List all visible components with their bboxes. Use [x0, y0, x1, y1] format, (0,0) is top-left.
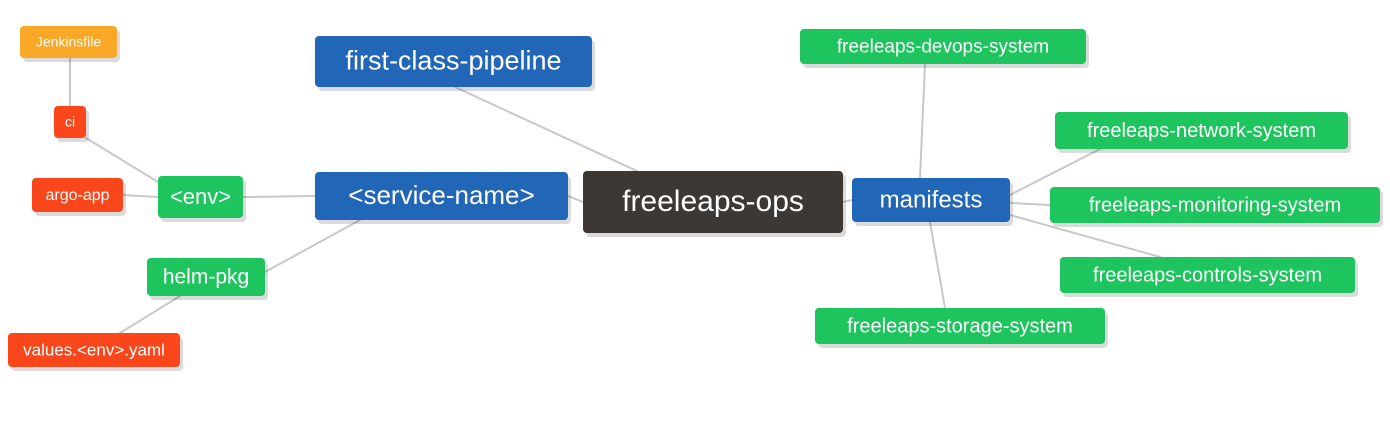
node-label-values-env-yaml: values.<env>.yaml	[23, 340, 165, 359]
node-box-freeleaps-storage-system[interactable]	[815, 308, 1105, 344]
nodes-layer: freeleaps-ops <service-name> first-class-p…	[8, 26, 1383, 371]
edge-freeleaps-ops-to-first-class-pipeline	[454, 86, 638, 172]
edge-freeleaps-ops-to-manifests	[842, 199, 853, 203]
edge-service-name-to-env	[242, 195, 316, 198]
node-label-helm-pkg: helm-pkg	[163, 266, 249, 289]
node-box-env[interactable]	[158, 176, 243, 218]
node-label-service-name: <service-name>	[348, 180, 534, 210]
node-values-env-yaml[interactable]: values.<env>.yaml	[8, 333, 183, 371]
node-label-manifests: manifests	[880, 186, 983, 213]
node-first-class-pipeline[interactable]: first-class-pipeline	[315, 36, 595, 91]
node-freeleaps-devops-system[interactable]: freeleaps-devops-system	[800, 29, 1089, 68]
node-box-ci[interactable]	[54, 106, 86, 138]
node-ci[interactable]: ci	[54, 106, 89, 142]
node-label-env: <env>	[170, 184, 231, 209]
node-jenkinsfile[interactable]: Jenkinsfile	[20, 26, 120, 62]
node-label-freeleaps-devops-system: freeleaps-devops-system	[837, 37, 1049, 58]
edge-service-name-to-helm-pkg	[264, 219, 361, 273]
node-box-freeleaps-monitoring-system[interactable]	[1050, 187, 1380, 223]
edge-env-to-ci	[85, 137, 159, 183]
node-box-helm-pkg[interactable]	[147, 258, 265, 296]
node-box-freeleaps-network-system[interactable]	[1055, 112, 1348, 149]
node-service-name[interactable]: <service-name>	[315, 172, 571, 224]
edge-manifests-to-freeleaps-monitoring-system	[1009, 202, 1051, 206]
node-box-service-name[interactable]	[315, 172, 568, 220]
node-freeleaps-controls-system[interactable]: freeleaps-controls-system	[1060, 257, 1358, 297]
node-helm-pkg[interactable]: helm-pkg	[147, 258, 268, 300]
edge-manifests-to-freeleaps-devops-system	[919, 63, 926, 179]
node-label-freeleaps-controls-system: freeleaps-controls-system	[1093, 264, 1322, 286]
edge-manifests-to-freeleaps-network-system	[1009, 148, 1101, 196]
edge-manifests-to-freeleaps-storage-system	[929, 221, 946, 309]
node-label-ci: ci	[65, 114, 75, 130]
edge-freeleaps-ops-to-service-name	[567, 195, 584, 203]
node-freeleaps-network-system[interactable]: freeleaps-network-system	[1055, 112, 1351, 153]
edge-env-to-argo-app	[122, 194, 159, 198]
node-freeleaps-storage-system[interactable]: freeleaps-storage-system	[815, 308, 1108, 348]
node-label-argo-app: argo-app	[45, 187, 109, 204]
node-box-freeleaps-controls-system[interactable]	[1060, 257, 1355, 293]
edge-helm-pkg-to-values-env-yaml	[119, 295, 181, 334]
edge-manifests-to-freeleaps-controls-system	[1009, 214, 1161, 258]
node-box-manifests[interactable]	[852, 178, 1010, 222]
node-argo-app[interactable]: argo-app	[32, 178, 126, 216]
node-manifests[interactable]: manifests	[852, 178, 1013, 226]
node-box-first-class-pipeline[interactable]	[315, 36, 592, 87]
node-env[interactable]: <env>	[158, 176, 246, 222]
node-label-freeleaps-network-system: freeleaps-network-system	[1087, 120, 1316, 142]
node-box-argo-app[interactable]	[32, 178, 123, 212]
node-label-jenkinsfile: Jenkinsfile	[36, 34, 102, 50]
node-label-freeleaps-storage-system: freeleaps-storage-system	[847, 315, 1073, 337]
node-box-values-env-yaml[interactable]	[8, 333, 180, 367]
edges-layer	[69, 57, 1161, 334]
node-label-first-class-pipeline: first-class-pipeline	[345, 46, 561, 76]
node-label-freeleaps-monitoring-system: freeleaps-monitoring-system	[1089, 194, 1341, 216]
node-box-freeleaps-ops[interactable]	[583, 171, 843, 233]
node-box-freeleaps-devops-system[interactable]	[800, 29, 1086, 64]
node-freeleaps-ops[interactable]: freeleaps-ops	[583, 171, 846, 237]
node-label-freeleaps-ops: freeleaps-ops	[622, 185, 804, 218]
node-box-jenkinsfile[interactable]	[20, 26, 117, 58]
node-freeleaps-monitoring-system[interactable]: freeleaps-monitoring-system	[1050, 187, 1383, 227]
